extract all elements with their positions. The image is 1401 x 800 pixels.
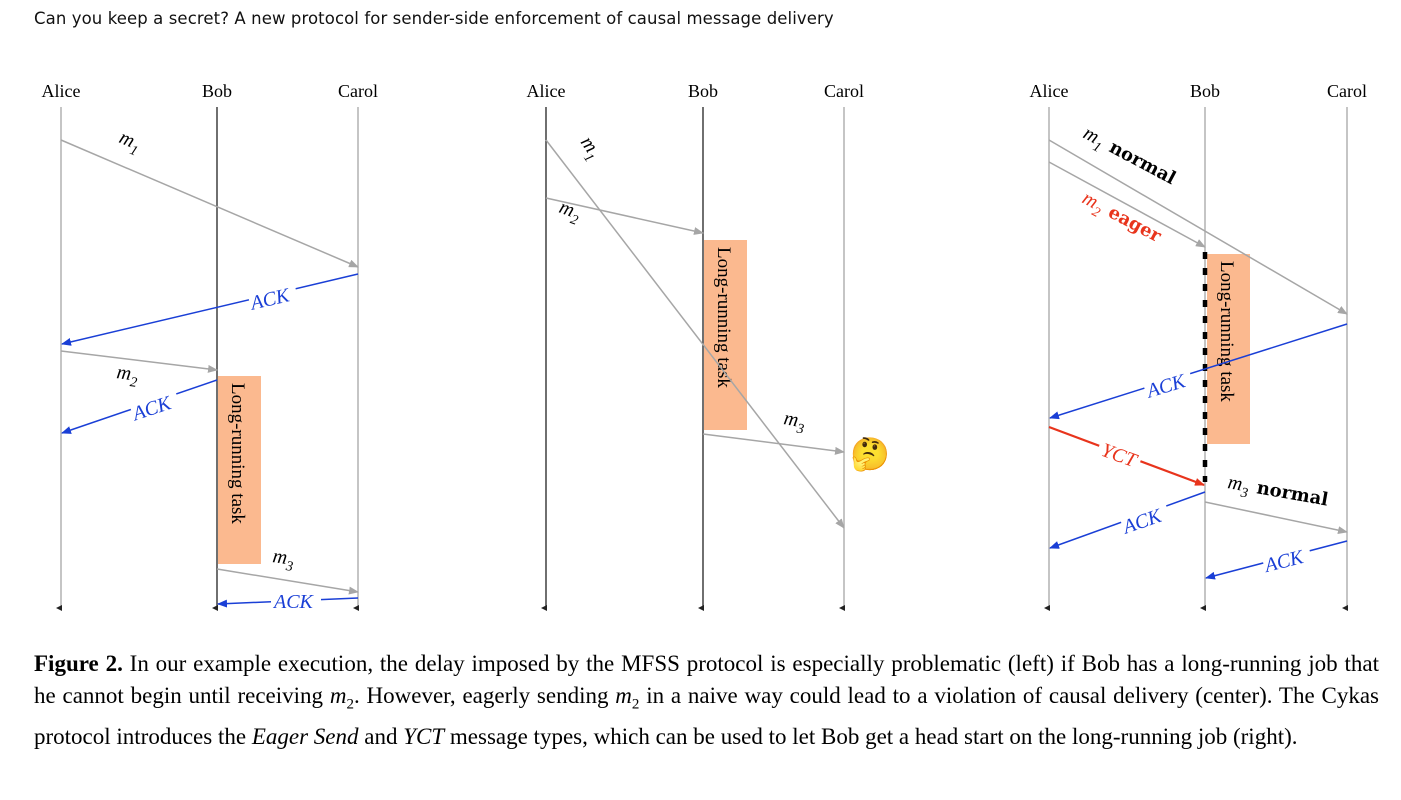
svg-text:m1: m1 [114, 126, 144, 159]
svg-text:m3: m3 [271, 545, 296, 575]
task-box-left [218, 376, 261, 564]
arrow-m2-center [545, 197, 704, 235]
arrow-m1-right [1048, 139, 1348, 315]
actor-bob-center: Bob [688, 81, 718, 101]
task-box-right [1207, 254, 1250, 444]
svg-text:m1: m1 [572, 132, 606, 165]
arrow-ack1-left [61, 273, 359, 346]
actor-alice-center: Alice [527, 81, 566, 101]
yct-term: YCT [403, 723, 445, 749]
figure-caption: Figure 2. In our example execution, the … [34, 651, 1380, 749]
arrow-m3-left [216, 568, 359, 595]
actor-carol-left: Carol [338, 81, 378, 101]
label-m3-left: m3 [271, 545, 296, 575]
figure-label: Figure 2. [34, 651, 123, 676]
actor-alice-left: Alice [42, 81, 81, 101]
label-m1-left: m1 [114, 126, 144, 159]
left-diagram: Alice Bob Carol Long-running task m1 ACK… [42, 81, 378, 613]
label-ack3-left: ACK [272, 591, 315, 613]
arrow-m3-center [702, 433, 845, 455]
actor-bob-right: Bob [1190, 81, 1220, 101]
svg-text:m3: m3 [781, 407, 807, 437]
svg-text:m2: m2 [555, 196, 584, 229]
arrow-m1-left [60, 139, 359, 268]
thinking-face-icon: 🤔 [850, 435, 890, 473]
actor-carol-right: Carol [1327, 81, 1367, 101]
task-label-right: Long-running task [1216, 261, 1237, 402]
svg-text:m2: m2 [115, 361, 140, 391]
label-ack1-right: ACK [1142, 370, 1189, 403]
arrow-m2-right [1048, 161, 1206, 248]
actor-carol-center: Carol [824, 81, 864, 101]
actor-bob-left: Bob [202, 81, 232, 101]
arrow-ack1-right [1049, 323, 1348, 420]
sequence-diagrams-figure: Alice Bob Carol Long-running task m1 ACK… [42, 81, 1367, 613]
task-box-center [704, 240, 747, 430]
label-m1-center: m1 [572, 132, 606, 165]
task-label-center: Long-running task [713, 247, 734, 388]
label-m3-center: m3 [781, 407, 807, 437]
label-m2-left: m2 [115, 361, 140, 391]
actor-alice-right: Alice [1030, 81, 1069, 101]
label-m2-center: m2 [555, 196, 584, 229]
arrow-m2-left [60, 350, 218, 373]
task-label-left: Long-running task [227, 383, 248, 524]
arrow-m1-center [545, 139, 845, 529]
running-head: Can you keep a secret? A new protocol fo… [34, 9, 834, 28]
center-diagram: Alice Bob Carol Long-running task m1 m2 … [527, 81, 890, 611]
eager-send-term: Eager Send [251, 723, 359, 749]
arrow-m3-right [1204, 501, 1348, 535]
label-ack2-left: ACK [128, 392, 175, 426]
